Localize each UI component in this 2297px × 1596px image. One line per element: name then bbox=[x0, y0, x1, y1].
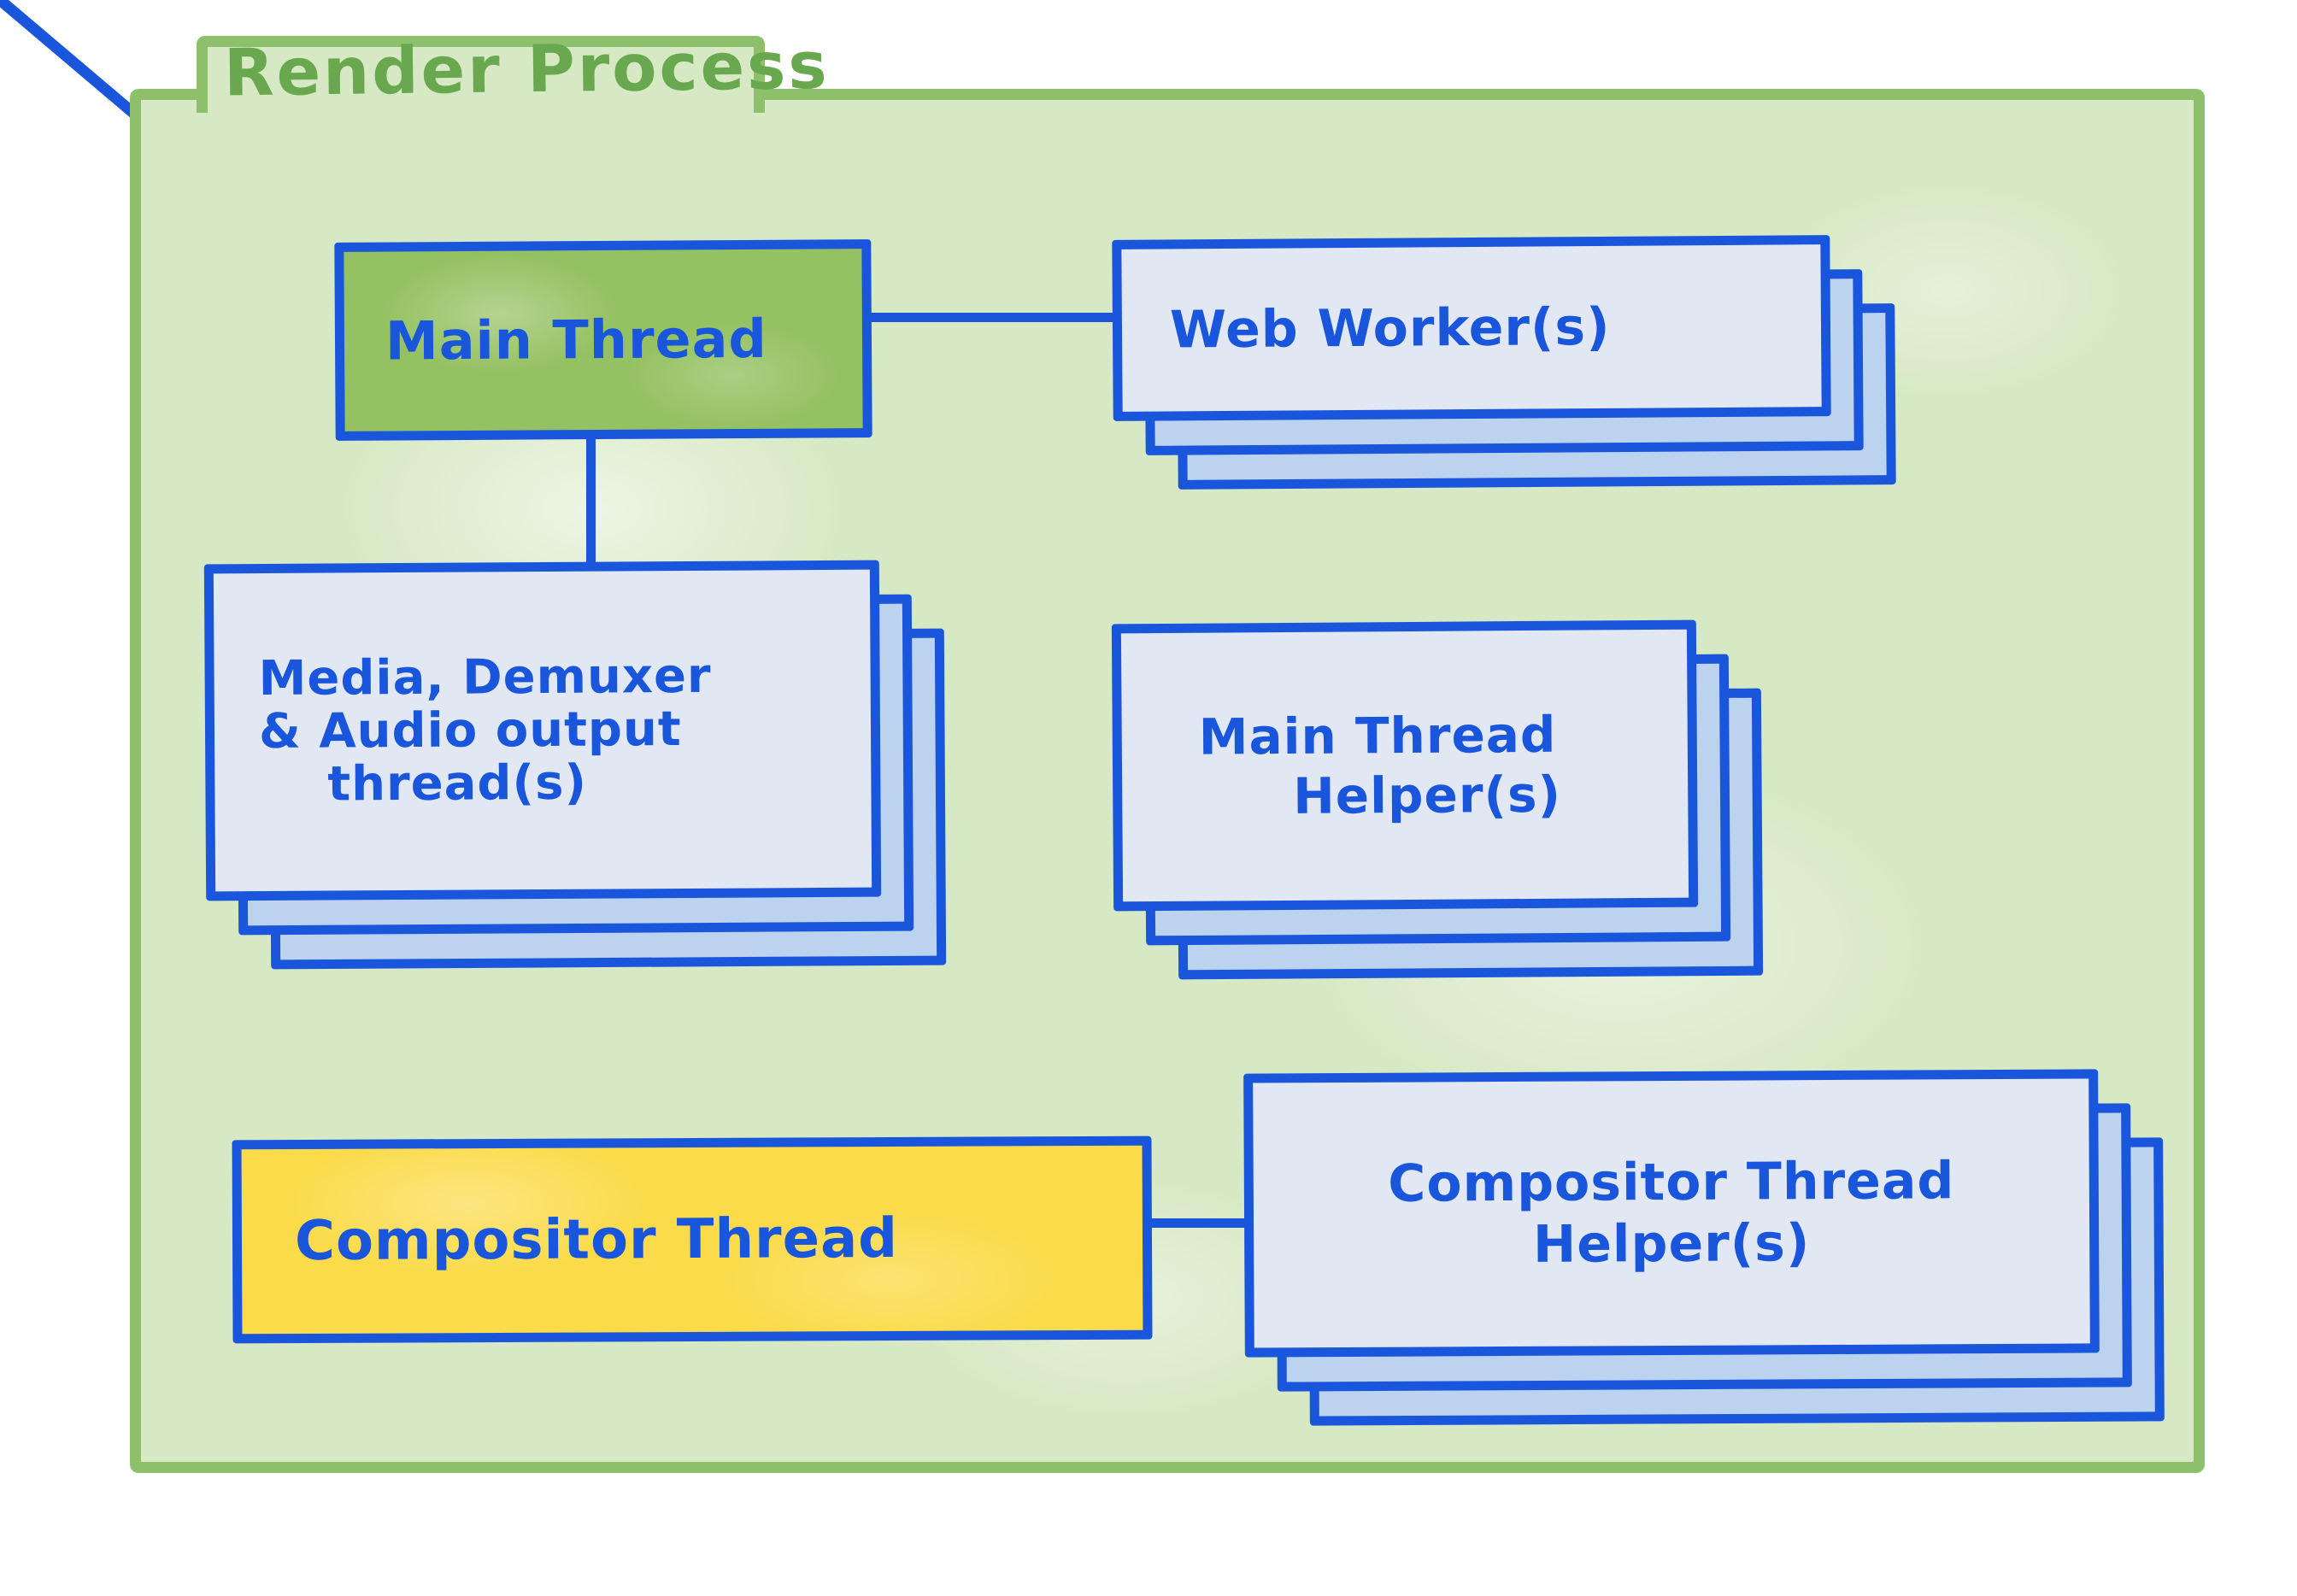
node-main-thread-helper-line-2: Helper(s) bbox=[1293, 765, 1562, 825]
page-title: Render Process bbox=[223, 26, 831, 111]
node-main-thread-helper-label: Main Thread Helper(s) bbox=[1122, 704, 1689, 828]
node-compositor-thread-helper-line-2: Helper(s) bbox=[1532, 1213, 1811, 1275]
connector-main-thread-to-web-worker bbox=[867, 313, 1119, 322]
node-web-worker-line-1: Web Worker(s) bbox=[1169, 296, 1611, 361]
node-compositor-thread[interactable]: Compositor Thread bbox=[232, 1135, 1153, 1344]
node-main-thread-helper[interactable]: Main Thread Helper(s) bbox=[1111, 619, 1699, 912]
node-media-thread-line-2: & Audio output bbox=[258, 701, 682, 760]
node-main-thread-line-1: Main Thread bbox=[385, 307, 768, 373]
node-media-thread-line-3: thread(s) bbox=[327, 754, 588, 813]
node-media-thread-line-1: Media, Demuxer bbox=[258, 648, 712, 707]
node-media-thread-label: Media, Demuxer & Audio output thread(s) bbox=[214, 648, 871, 813]
node-main-thread[interactable]: Main Thread bbox=[334, 239, 872, 441]
connector-compositor-thread-to-helper bbox=[1147, 1218, 1251, 1228]
tab-seam-mask bbox=[208, 85, 754, 108]
node-compositor-thread-label: Compositor Thread bbox=[242, 1206, 1143, 1274]
node-main-thread-label: Main Thread bbox=[344, 307, 862, 373]
node-compositor-thread-line-1: Compositor Thread bbox=[294, 1206, 899, 1274]
node-compositor-thread-helper-line-1: Compositor Thread bbox=[1388, 1151, 1955, 1214]
node-compositor-thread-helper-label: Compositor Thread Helper(s) bbox=[1254, 1149, 2090, 1276]
node-web-worker[interactable]: Web Worker(s) bbox=[1112, 235, 1831, 421]
node-compositor-thread-helper[interactable]: Compositor Thread Helper(s) bbox=[1243, 1069, 2100, 1358]
connector-main-thread-to-media-thread bbox=[586, 434, 596, 569]
node-main-thread-helper-line-1: Main Thread bbox=[1198, 705, 1557, 766]
node-media-demuxer-audio-output-thread[interactable]: Media, Demuxer & Audio output thread(s) bbox=[203, 560, 882, 901]
node-web-worker-label: Web Worker(s) bbox=[1122, 296, 1821, 361]
